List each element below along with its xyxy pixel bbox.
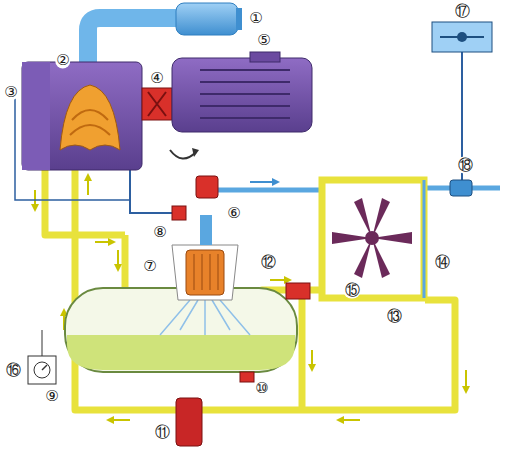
coupling (142, 88, 172, 120)
oil-line (299, 290, 306, 410)
compressor-end (22, 62, 50, 170)
cooler-frame (322, 180, 424, 298)
separator-outlet (200, 215, 212, 245)
callout-number: ⑧ (152, 224, 167, 241)
separator-housing (172, 245, 238, 300)
switch-line (42, 330, 43, 356)
gauge-needle (42, 365, 47, 370)
oil-lines (45, 170, 455, 410)
callout-number: ⑬ (386, 308, 403, 325)
separator-pleats (194, 254, 218, 290)
callout-number: ③ (3, 84, 18, 101)
pressure-regulator (432, 22, 492, 52)
motor-fins (200, 70, 290, 118)
flow-arrow (270, 279, 288, 281)
air-arrow-head (272, 178, 280, 186)
air-cooler-side (423, 180, 426, 298)
motor (170, 52, 312, 159)
cooling-fan (332, 198, 412, 278)
separator-element (186, 250, 224, 295)
rotor-lobe (70, 110, 110, 135)
valves (172, 176, 472, 446)
flow-arrow (465, 370, 467, 390)
flow-arrow (110, 419, 130, 421)
compressor-housing (22, 62, 142, 170)
callout-number: ② (55, 52, 70, 69)
terminal-box (250, 52, 280, 62)
cooler (322, 180, 424, 298)
callout-number: ⑭ (434, 254, 451, 271)
flow-arrow (117, 250, 119, 268)
oil-line (122, 235, 129, 290)
gauge-dial (34, 362, 50, 378)
rotation-arrow (170, 150, 196, 159)
callout-number: ⑪ (154, 424, 171, 441)
filter-housing (176, 3, 238, 35)
flow-arrow (311, 350, 313, 368)
callout-number: ⑦ (142, 258, 157, 275)
air-line (208, 188, 320, 193)
callout-number: ⑤ (256, 32, 271, 49)
callout-number: ⑥ (226, 205, 241, 222)
callout-number: ④ (149, 70, 164, 87)
callout-number: ⑨ (44, 388, 59, 405)
coupling-jaw (148, 92, 166, 116)
flow-arrow (340, 419, 360, 421)
flow-arrow (87, 177, 89, 195)
callout-number: ① (248, 10, 263, 27)
rotation-arrow-head (192, 148, 199, 157)
callout-number: ⑯ (5, 362, 22, 379)
motor-housing (172, 58, 312, 132)
separator (172, 215, 238, 300)
air-arrow (250, 181, 272, 183)
switch-box (28, 356, 56, 384)
screw-rotor (60, 85, 120, 150)
coupling-body (142, 88, 172, 120)
flow-arrow (34, 190, 36, 208)
regulator-box (432, 22, 492, 52)
regulator-ball (457, 32, 467, 42)
pressure-switch (28, 330, 56, 384)
oil-spray (160, 300, 250, 335)
callout-number: ⑮ (344, 282, 361, 299)
oil-filter (176, 398, 202, 446)
filter-cap (236, 8, 242, 30)
callout-number: ⑰ (454, 2, 471, 19)
thermostatic-valve (286, 283, 310, 299)
min-pressure-valve (196, 176, 218, 198)
callout-number: ⑩ (254, 380, 269, 397)
control-line (130, 170, 172, 213)
compressor-block (22, 62, 142, 170)
fan-blades (332, 198, 412, 278)
callout-number: ⑫ (260, 254, 277, 271)
tank-shell (65, 288, 297, 372)
flow-arrow (95, 241, 112, 243)
oil-tank (65, 288, 297, 372)
flow-arrows (35, 177, 466, 420)
relief-valve (172, 206, 186, 220)
oil-level (67, 335, 295, 370)
drain-valve (240, 372, 254, 382)
outlet-valve (450, 180, 472, 196)
callout-number: ⑱ (457, 157, 474, 174)
oil-line (45, 170, 125, 235)
